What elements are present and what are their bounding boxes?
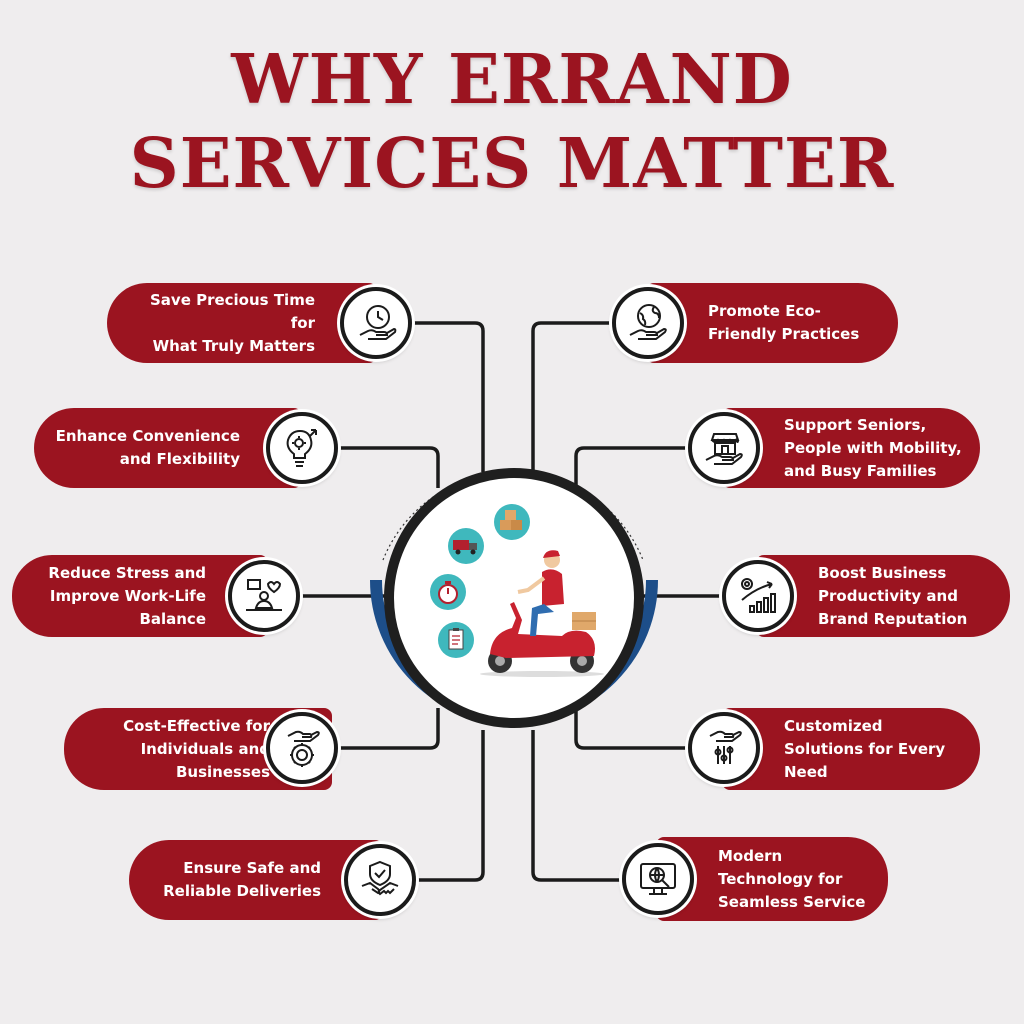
connector-right-5 bbox=[531, 730, 622, 882]
benefit-label: Reduce Stress and Improve Work-Life Bala… bbox=[48, 563, 206, 628]
benefit-label: Enhance Convenience and Flexibility bbox=[55, 427, 240, 468]
benefit-eco-friendly: Promote Eco- Friendly Practices bbox=[646, 283, 898, 363]
stopwatch-icon bbox=[430, 574, 466, 610]
benefit-convenience: Enhance Convenience and Flexibility bbox=[34, 408, 302, 488]
hand-store-icon bbox=[688, 412, 760, 484]
benefit-customized-solutions: Customized Solutions for Every Need bbox=[722, 708, 980, 790]
benefit-label: Boost Business Productivity and Brand Re… bbox=[818, 563, 968, 628]
benefit-label: Support Seniors, People with Mobility, a… bbox=[784, 415, 962, 480]
benefit-support-seniors: Support Seniors, People with Mobility, a… bbox=[722, 408, 980, 488]
benefit-reduce-stress: Reduce Stress and Improve Work-Life Bala… bbox=[12, 555, 268, 637]
growth-chart-icon bbox=[722, 560, 794, 632]
connector-right-1 bbox=[531, 321, 612, 472]
hand-sliders-icon bbox=[688, 712, 760, 784]
title-line-1: WHY ERRAND bbox=[231, 40, 793, 120]
monitor-globe-icon bbox=[622, 843, 694, 915]
handshake-shield-icon bbox=[344, 844, 416, 916]
scooter-rider bbox=[480, 550, 604, 677]
connector-right-2 bbox=[574, 446, 688, 488]
boxes-icon bbox=[494, 504, 530, 540]
benefit-save-time: Save Precious Time for What Truly Matter… bbox=[107, 283, 377, 363]
hub-circle bbox=[384, 468, 644, 728]
title-line-2: SERVICES MATTER bbox=[129, 124, 895, 204]
delivery-scooter-icon bbox=[430, 504, 604, 677]
benefit-modern-technology: Modern Technology for Seamless Service bbox=[656, 837, 888, 921]
benefit-label: Promote Eco- Friendly Practices bbox=[708, 302, 860, 343]
lightbulb-gear-icon bbox=[266, 412, 338, 484]
delivery-truck-icon bbox=[448, 528, 484, 564]
hand-clock-icon bbox=[340, 287, 412, 359]
connector-left-5 bbox=[415, 730, 485, 882]
clipboard-icon bbox=[438, 622, 474, 658]
connector-left-1 bbox=[410, 321, 485, 472]
benefit-safe-deliveries: Ensure Safe and Reliable Deliveries bbox=[129, 840, 383, 920]
benefit-label: Cost-Effective for Individuals and Busin… bbox=[123, 716, 270, 781]
benefit-label: Customized Solutions for Every Need bbox=[784, 716, 946, 781]
connector-right-4 bbox=[574, 708, 688, 750]
hand-globe-icon bbox=[612, 287, 684, 359]
benefit-boost-business: Boost Business Productivity and Brand Re… bbox=[756, 555, 1010, 637]
hand-money-gear-icon bbox=[266, 712, 338, 784]
connector-left-4 bbox=[340, 708, 440, 750]
benefit-label: Modern Technology for Seamless Service bbox=[718, 846, 866, 911]
page-title: WHY ERRAND SERVICES MATTER bbox=[0, 38, 1024, 206]
connector-left-2 bbox=[340, 446, 440, 488]
benefit-label: Ensure Safe and Reliable Deliveries bbox=[163, 859, 321, 900]
work-life-balance-icon bbox=[228, 560, 300, 632]
benefit-label: Save Precious Time for What Truly Matter… bbox=[149, 290, 315, 355]
